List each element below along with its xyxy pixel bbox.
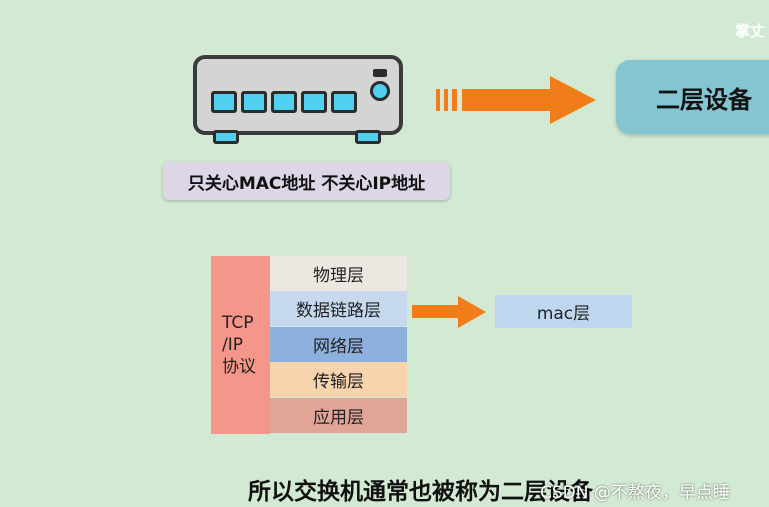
port-icon <box>241 91 267 113</box>
switch-foot-icon <box>213 130 239 144</box>
layer-application: 应用层 <box>270 398 407 433</box>
port-icon <box>271 91 297 113</box>
layer-data-link: 数据链路层 <box>270 291 407 326</box>
port-icon <box>301 91 327 113</box>
switch-icon <box>193 55 403 135</box>
port-icon <box>331 91 357 113</box>
tcp-ip-protocol-label: TCP /IP 协议 <box>211 256 270 434</box>
arrow-right-icon <box>412 296 486 328</box>
layer-transport: 传输层 <box>270 362 407 397</box>
port-icon <box>211 91 237 113</box>
watermark: CSDN @不熬夜，早点睡 <box>540 483 730 503</box>
arrow-right-icon <box>436 76 596 124</box>
switch-foot-icon <box>355 130 381 144</box>
power-button-icon <box>370 81 390 101</box>
layer-physical: 物理层 <box>270 256 407 291</box>
bottom-caption: 所以交换机通常也被称为二层设备 <box>248 479 593 505</box>
tcp-ip-label-text: TCP /IP 协议 <box>222 312 256 378</box>
indicator-light-icon <box>373 69 387 77</box>
device-caption: 只关心MAC地址 不关心IP地址 <box>163 162 450 200</box>
mac-layer-box: mac层 <box>495 295 632 328</box>
layer2-device-box: 二层设备 <box>616 60 769 134</box>
corner-logo-text: 掌丈 <box>734 22 765 40</box>
layer-network: 网络层 <box>270 327 407 362</box>
